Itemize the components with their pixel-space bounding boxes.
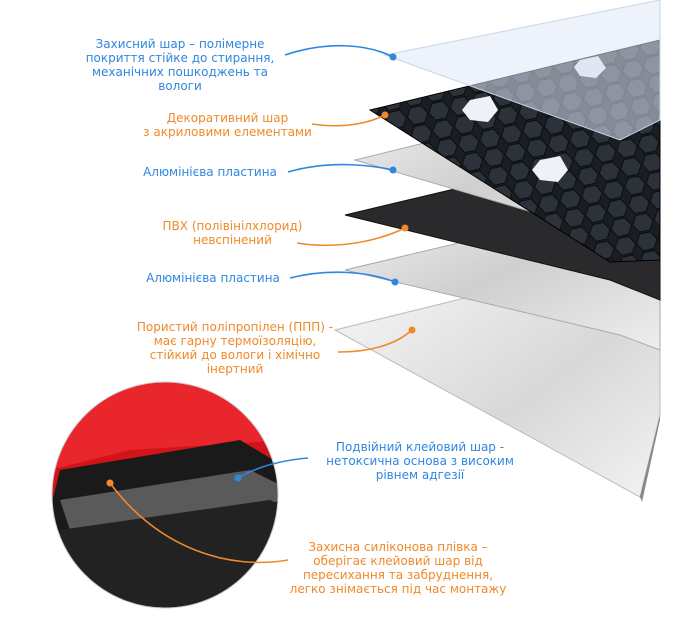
label-line: Алюмінієва пластина bbox=[146, 271, 280, 285]
label-protective-layer: Захисний шар – полімерне покриття стійке… bbox=[80, 37, 280, 93]
label-line: рівнем адгезії bbox=[375, 468, 465, 482]
label-line: Пористий поліпропілен (ППП) - bbox=[136, 320, 334, 334]
label-line: Подвійний клейовий шар - bbox=[335, 440, 505, 454]
label-line: вологи bbox=[158, 79, 202, 93]
label-line: має гарну термоїзоляцію, bbox=[153, 334, 317, 348]
label-pvc: ПВХ (полівінілхлорид) невспінений bbox=[160, 219, 305, 247]
label-line: Захисна силіконова плівка – bbox=[308, 540, 488, 554]
label-line: Алюмінієва пластина bbox=[143, 165, 277, 179]
label-line: пересихання та забруднення, bbox=[302, 568, 494, 582]
label-adhesive-layer: Подвійний клейовий шар - нетоксична осно… bbox=[315, 440, 525, 482]
label-line: з акриловими елементами bbox=[143, 125, 312, 139]
label-line: оберігає клейовий шар від bbox=[313, 554, 483, 568]
adhesive-closeup bbox=[52, 382, 278, 608]
label-ppp: Пористий поліпропілен (ППП) - має гарну … bbox=[115, 320, 355, 376]
label-line: Декоративний шар bbox=[166, 111, 289, 125]
label-line: Захисний шар – полімерне bbox=[95, 37, 265, 51]
label-decorative-layer: Декоративний шар з акриловими елементами bbox=[140, 111, 315, 139]
label-line: стійкий до вологи і хімічно bbox=[149, 348, 321, 362]
label-line: легко знімається під час монтажу bbox=[289, 582, 507, 596]
label-line: ПВХ (полівінілхлорид) bbox=[162, 219, 303, 233]
layer-protective bbox=[383, 0, 661, 141]
label-line: невспінений bbox=[193, 233, 272, 247]
label-line: механічних пошкоджень та bbox=[91, 65, 269, 79]
label-silicone-film: Захисна силіконова плівка – оберігає кле… bbox=[278, 540, 518, 596]
label-line: інертний bbox=[206, 362, 264, 376]
label-aluminium-2: Алюмінієва пластина bbox=[133, 271, 293, 285]
label-aluminium-1: Алюмінієва пластина bbox=[130, 165, 290, 179]
label-line: нетоксична основа з високим bbox=[326, 454, 514, 468]
label-line: покриття стійке до стирання, bbox=[85, 51, 275, 65]
